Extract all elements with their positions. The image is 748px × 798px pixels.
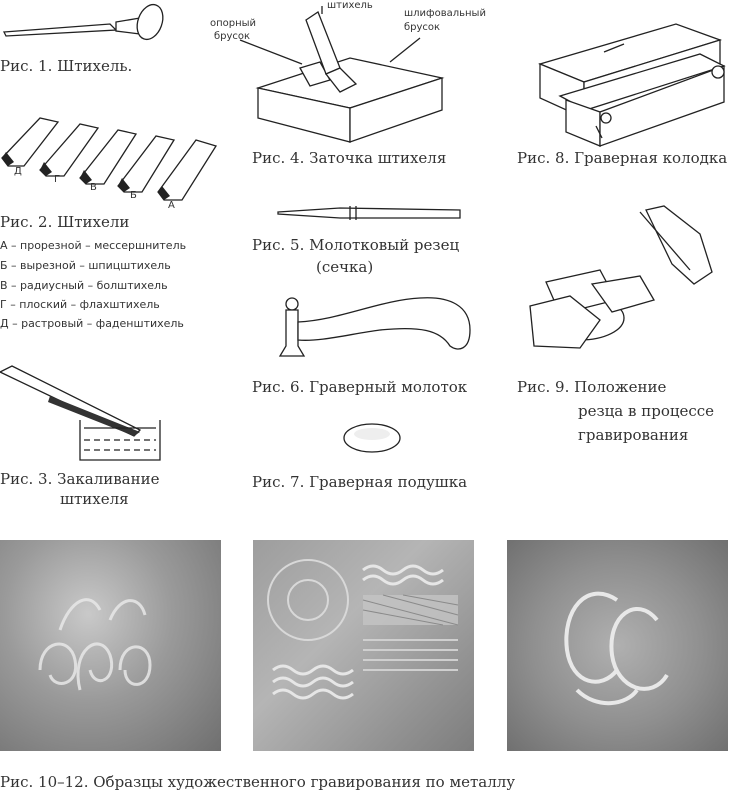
fig3-caption-line1: Рис. 3. Закаливание — [0, 470, 160, 488]
graver-fig1 — [2, 3, 164, 41]
fig5-caption-line2: (сечка) — [316, 258, 374, 276]
fig2-letter-d: Д — [14, 166, 22, 177]
fig2-legend-item: Б – вырезной – шпицштихель — [0, 259, 171, 272]
hammer-chisel-fig5 — [277, 206, 461, 220]
fig1-caption: Рис. 1. Штихель. — [0, 57, 133, 75]
fig2-caption: Рис. 2. Штихели — [0, 213, 130, 231]
sharpening-fig4 — [239, 6, 445, 143]
fig2-letter-v: В — [90, 182, 97, 193]
fig9-caption-line2: резца в процессе — [578, 402, 715, 420]
fig3-caption-line2: штихеля — [60, 490, 129, 508]
hand-position-fig9 — [529, 205, 713, 349]
fig2-letter-g: Г — [54, 174, 61, 185]
engraving-sample-1 — [0, 540, 221, 751]
fig8-caption: Рис. 8. Граверная колодка — [517, 149, 728, 167]
fig5-caption-line1: Рис. 5. Молотковый резец — [252, 236, 460, 254]
fig2-legend-item: В – радиусный – болштихель — [0, 279, 168, 292]
fig2-letter-a: А — [168, 200, 175, 211]
fig4-label-grind-1: шлифовальный — [404, 8, 486, 19]
fig2-legend-item: Г – плоский – флахштихель — [0, 298, 160, 311]
fig2-legend-item: А – прорезной – мессершнитель — [0, 239, 187, 252]
fig2-legend-item: Д – растровый – фаденштихель — [0, 317, 184, 330]
fig9-caption-line1: Рис. 9. Положение — [517, 378, 667, 396]
cushion-fig7 — [343, 423, 401, 453]
fig2-letter-b: Б — [130, 190, 137, 201]
fig4-label-support-2: брусок — [214, 31, 251, 42]
hardening-fig3 — [0, 365, 161, 461]
fig4-label-support-1: опорный — [210, 18, 257, 29]
fig9-caption-line3: гравирования — [578, 426, 689, 444]
fig4-label-tool: штихель — [327, 0, 373, 11]
fig4-label-grind-2: брусок — [404, 22, 441, 33]
engraving-sample-2 — [253, 540, 474, 751]
engraving-sample-3 — [507, 540, 728, 751]
hammer-fig6 — [278, 297, 471, 357]
fig7-caption: Рис. 7. Граверная подушка — [252, 473, 468, 491]
gravers-fig2 — [1, 117, 218, 201]
fig6-caption: Рис. 6. Граверный молоток — [252, 378, 468, 396]
engraving-block-fig8 — [538, 23, 726, 147]
fig10-12-caption: Рис. 10–12. Образцы художественного грав… — [0, 773, 516, 791]
fig4-caption: Рис. 4. Заточка штихеля — [252, 149, 447, 167]
